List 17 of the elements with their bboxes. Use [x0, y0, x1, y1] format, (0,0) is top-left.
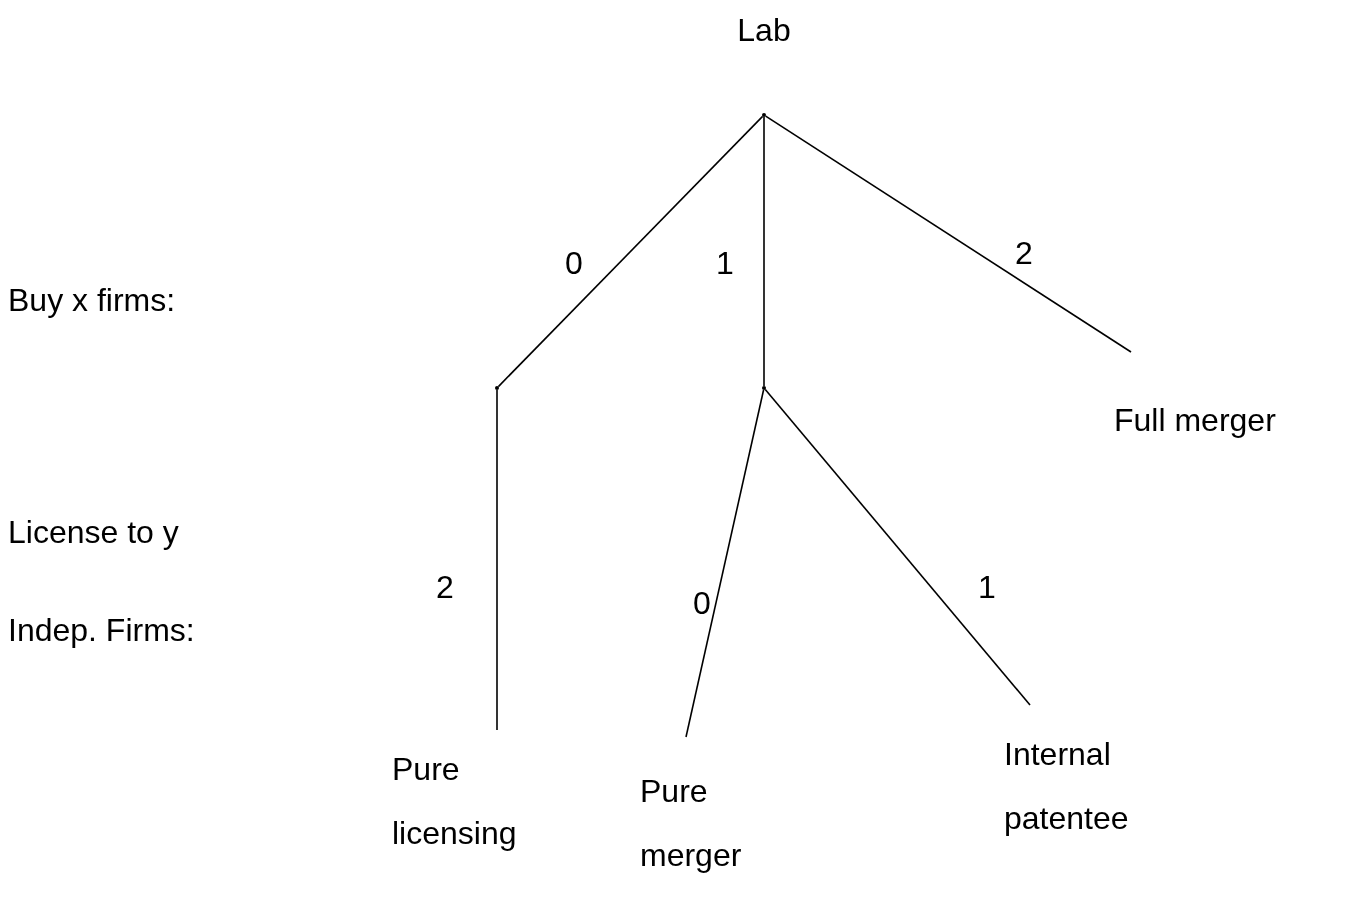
- branch-line: [497, 115, 764, 388]
- outcome-label: Pure merger: [639, 772, 743, 875]
- player-label: Lab: [736, 11, 792, 50]
- branch-line: [763, 116, 765, 387]
- outcome-label: Internal patentee: [1003, 735, 1130, 838]
- stage-label: Indep. Firms:: [8, 611, 195, 650]
- stage-label: License to y: [8, 513, 179, 552]
- outcome-label: Pure licensing: [391, 750, 518, 853]
- branch-line: [764, 388, 1031, 706]
- branch-point: [762, 386, 766, 390]
- outcome-label: Full merger: [1113, 401, 1276, 440]
- branch-line: [496, 389, 498, 731]
- stage-label: Buy x firms:: [8, 281, 176, 320]
- branch-line: [764, 115, 1132, 353]
- branch-line: [685, 389, 765, 738]
- branch-point: [762, 113, 766, 117]
- branch-point: [495, 386, 499, 390]
